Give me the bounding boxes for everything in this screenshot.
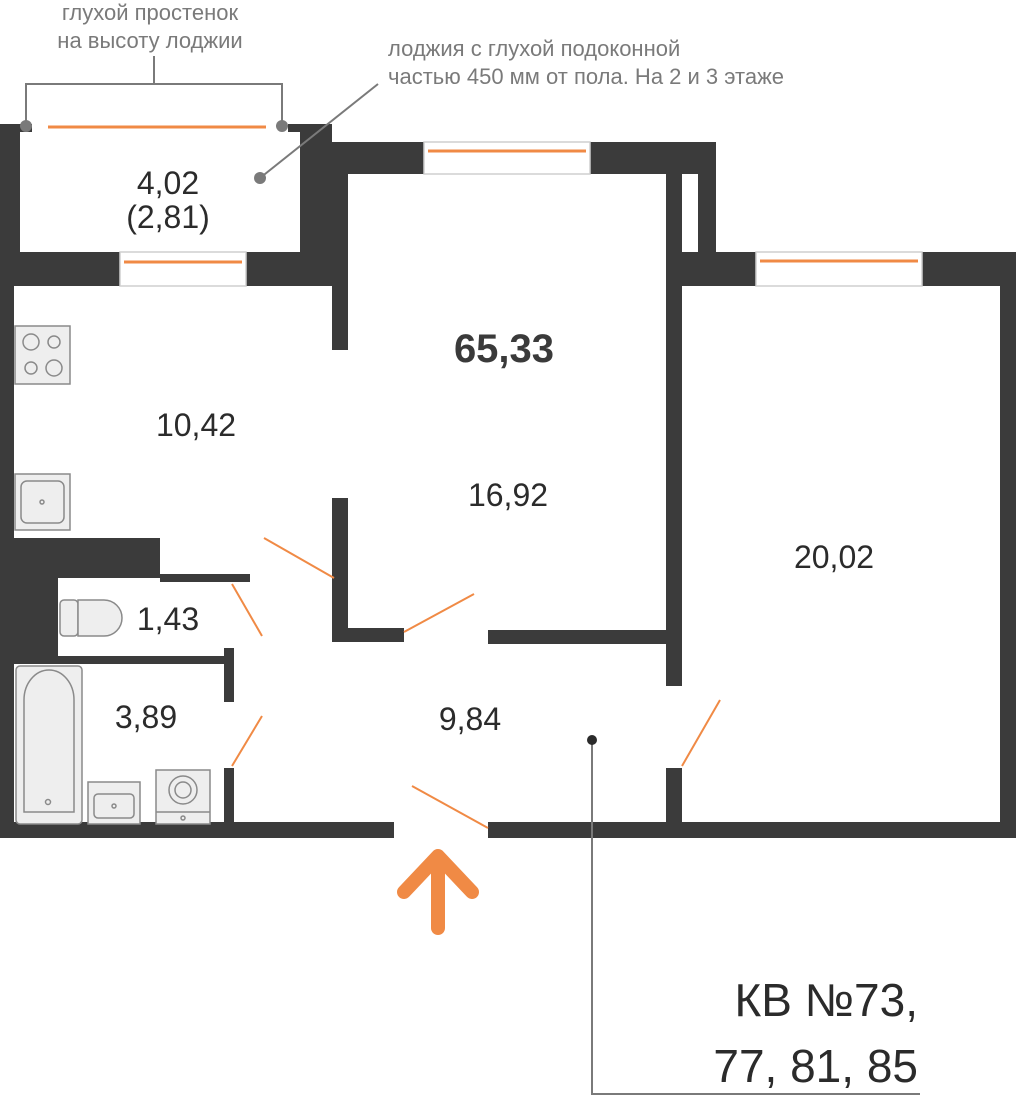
stove-icon: [14, 325, 71, 385]
kitchen-area: 10,42: [156, 407, 236, 443]
kitchen-top-wall-right: [246, 252, 346, 286]
toilet-area: 1,43: [137, 601, 199, 637]
loggia-leader: [259, 83, 379, 179]
bath-right-wall-lower: [224, 768, 234, 826]
right-room-window: [755, 251, 923, 287]
middle-room-area: 16,92: [468, 477, 548, 513]
toilet-door-swing: [231, 583, 263, 637]
bathroom-area: 3,89: [115, 699, 177, 735]
right-room-corner: [698, 142, 716, 286]
arrow-up-icon: [397, 849, 479, 935]
bathtub-icon: [15, 665, 83, 825]
outer-right-wall: [1000, 284, 1016, 838]
total-area: 65,33: [454, 327, 554, 371]
kitchen-bottom-block: [14, 538, 160, 578]
middle-room-window: [423, 141, 591, 175]
kitchen-top-wall-left: [0, 252, 120, 286]
middle-bottom-wall-right: [488, 630, 680, 644]
toilet-icon: [59, 599, 123, 637]
right-top-wall-join: [666, 252, 698, 286]
kitchen-middle-wall-upper: [332, 174, 348, 350]
blind-wall-dot-right: [276, 120, 288, 132]
loggia-note-line1: лоджия с глухой подоконной: [388, 36, 680, 61]
bottom-wall-right: [488, 822, 1016, 838]
toilet-left-block: [14, 578, 58, 658]
leader-lines: [20, 56, 920, 1095]
right-room-left-wall-lower: [666, 768, 682, 838]
middle-room-door-swing: [403, 593, 475, 633]
blind-wall-note-line1: глухой простенок: [62, 0, 239, 25]
bath-door-swing: [231, 715, 263, 767]
loggia-leader-dot: [254, 172, 266, 184]
washing-machine-icon: [155, 769, 211, 825]
washbasin-icon: [87, 781, 141, 825]
loggia-area-reduced: (2,81): [126, 199, 210, 235]
apartment-number-line2: 77, 81, 85: [713, 1040, 918, 1092]
entrance-door-swing: [411, 785, 489, 829]
blind-wall-bracket: [25, 83, 283, 126]
blind-wall-note-line2: на высоту лоджии: [57, 28, 242, 53]
blind-wall-dot-left: [20, 120, 32, 132]
kitchen-window: [119, 251, 247, 287]
middle-top-wall-right: [590, 142, 716, 174]
outer-left-wall: [0, 284, 14, 838]
loggia-top-right-stub: [288, 124, 332, 132]
apartment-leader: [591, 740, 920, 1095]
middle-bottom-wall-left: [348, 628, 404, 642]
middle-right-wall: [666, 174, 682, 644]
right-top-wall-left: [698, 252, 756, 286]
apartment-leader-dot: [587, 735, 597, 745]
kitchen-bottom-partition: [160, 574, 250, 582]
hall-area: 9,84: [439, 701, 501, 737]
apartment-number-line1: КВ №73,: [734, 974, 918, 1026]
right-room-door-swing: [681, 699, 721, 767]
loggia-note-line2: частью 450 мм от пола. На 2 и 3 этаже: [388, 64, 784, 89]
toilet-bath-partition: [14, 656, 228, 664]
right-room-left-wall-upper: [666, 644, 682, 686]
right-room-area: 20,02: [794, 539, 874, 575]
windows: [48, 125, 923, 287]
bottom-wall-left: [0, 822, 394, 838]
kitchen-middle-wall-lower: [332, 498, 348, 642]
right-top-wall-right: [922, 252, 1016, 286]
loggia-left-wall: [0, 124, 20, 284]
kitchen-door-swing: [263, 537, 335, 579]
sink-icon: [14, 473, 71, 531]
middle-top-wall-left: [332, 142, 424, 174]
bath-right-wall-upper: [224, 648, 234, 702]
walls: [0, 124, 1016, 838]
door-swings: [231, 537, 721, 829]
loggia-area: 4,02: [137, 165, 199, 201]
